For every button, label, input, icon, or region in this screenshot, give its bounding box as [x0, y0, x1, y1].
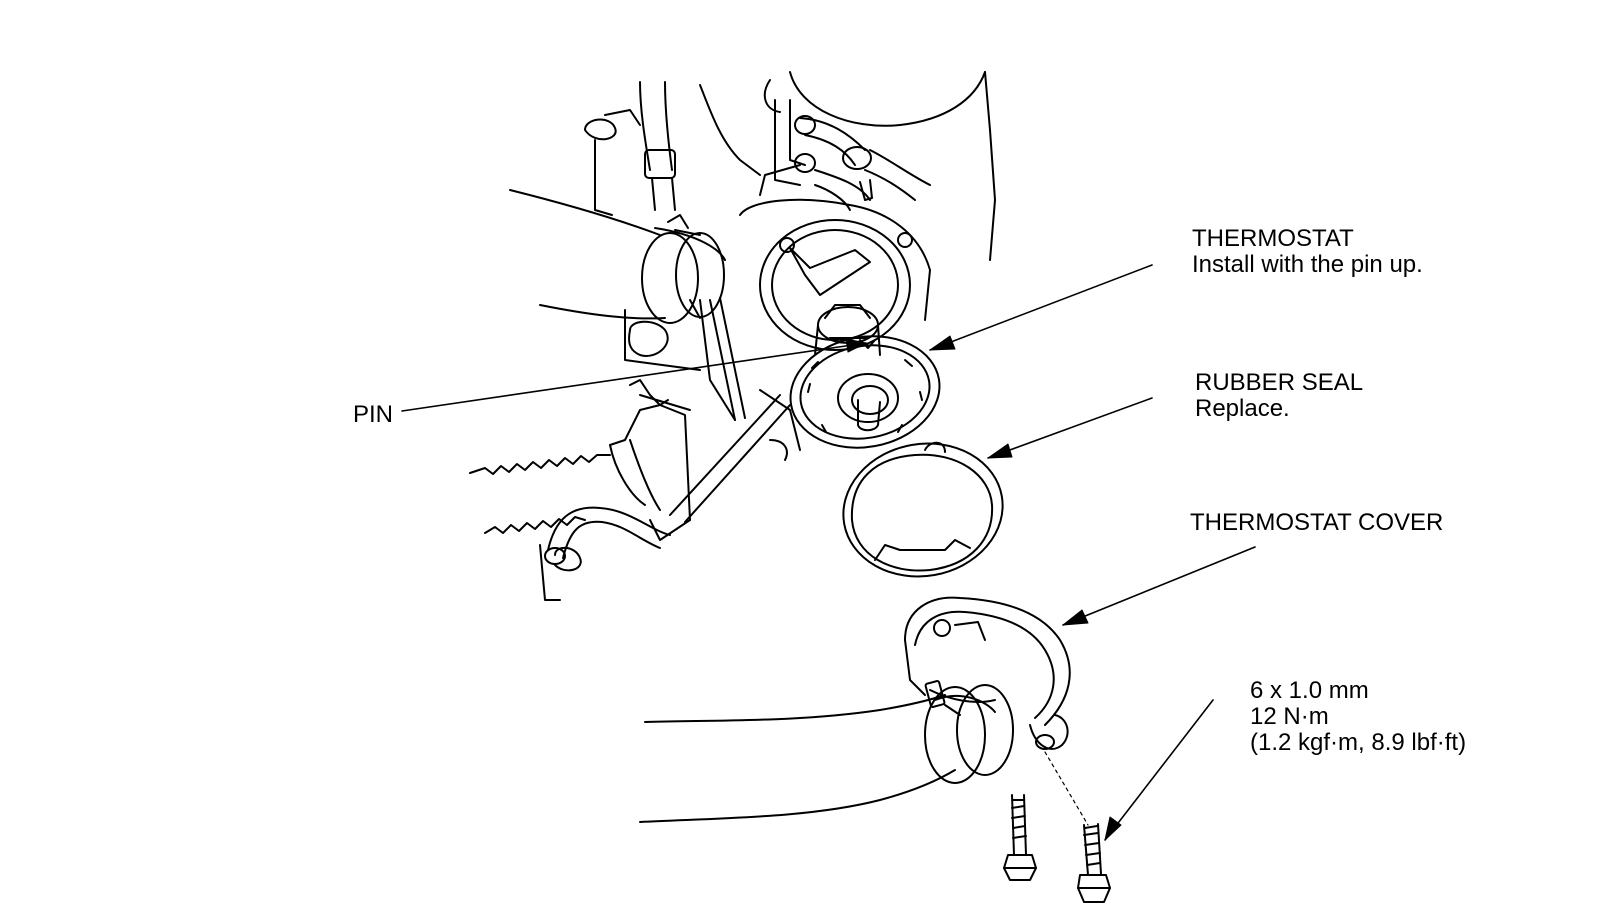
pin-callout: PIN [353, 402, 393, 428]
thermostat-cover-part [904, 596, 1071, 750]
bolt-arrowhead [1104, 816, 1122, 841]
pin-arrowhead [845, 338, 867, 353]
bolt-torque-label: 12 N·m [1250, 703, 1329, 730]
bolt-torque-alt-label: (1.2 kgf·m, 8.9 lbf·ft) [1250, 729, 1467, 756]
rubber-seal-note: Replace. [1195, 395, 1290, 422]
upper-hoses [639, 81, 931, 211]
bolt-alignment-line [1044, 751, 1089, 826]
thermostat-cover-label: THERMOSTAT COVER [1190, 509, 1444, 536]
rubber-seal-part [842, 441, 1004, 578]
rubber-seal-label: RUBBER SEAL [1195, 369, 1364, 396]
bolt-leader-line [1104, 699, 1214, 841]
thermostat-leader-line [929, 264, 1153, 351]
thermostat-arrowhead [929, 335, 956, 351]
thermostat-part [789, 304, 941, 449]
rubber-seal-arrowhead [987, 443, 1013, 459]
rubber-seal-leader-line [987, 397, 1153, 459]
engine-block-outline [539, 71, 996, 601]
thermostat-note: Install with the pin up. [1192, 251, 1423, 278]
thermostat-cover-leader-line [1062, 546, 1256, 626]
rubber-seal-callout: RUBBER SEAL Replace. [1195, 370, 1363, 422]
bolt-size-label: 6 x 1.0 mm [1250, 677, 1369, 704]
bolt-spec-callout: 6 x 1.0 mm 12 N·m (1.2 kgf·m, 8.9 lbf·ft… [1250, 678, 1466, 756]
lower-hose [639, 680, 1014, 823]
pin-leader-line [401, 342, 867, 412]
leader-lines [401, 264, 1256, 841]
bolt-left [1003, 794, 1037, 881]
thermostat-callout: THERMOSTAT Install with the pin up. [1192, 226, 1423, 278]
thermostat-label: THERMOSTAT [1192, 225, 1354, 252]
thermostat-cover-callout: THERMOSTAT COVER [1190, 510, 1443, 536]
lower-left-hoses [469, 297, 791, 565]
left-upper-hose [509, 189, 726, 324]
pin-label: PIN [353, 401, 394, 428]
thermostat-cover-arrowhead [1062, 609, 1089, 626]
leader-arrowheads [845, 335, 1122, 841]
bolt-right [1077, 823, 1111, 903]
